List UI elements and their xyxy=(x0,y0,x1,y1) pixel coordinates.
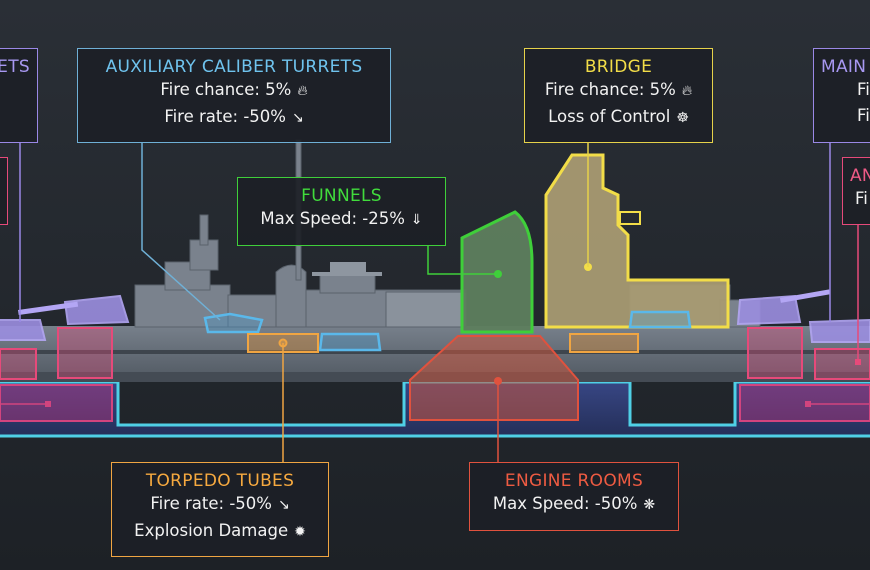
bridge-row-2: Loss of Control ☸ xyxy=(525,104,712,131)
leader-dots xyxy=(45,359,861,407)
aa-right-row-1: Fi xyxy=(855,189,868,208)
funnels-panel: FUNNELS Max Speed: -25% ⇓ xyxy=(237,177,446,246)
turret-damaged-icon: ↘ xyxy=(277,497,290,513)
main-turrets-title-left: ETS xyxy=(0,57,30,77)
bridge-zone xyxy=(544,153,730,329)
main-turrets-right-row-1: Fi xyxy=(857,80,870,99)
torpedo-tubes-fire-rate: Fire rate: -50% xyxy=(150,494,272,513)
propeller-icon: ❋ xyxy=(643,497,656,513)
engine-rooms-max-speed: Max Speed: -50% xyxy=(492,494,638,513)
engine-rooms-zone xyxy=(409,335,579,421)
engine-rooms-row-1: Max Speed: -50% ❋ xyxy=(470,491,678,518)
seaplane xyxy=(312,262,382,276)
main-turrets xyxy=(0,289,870,343)
ship-wheel-icon: ☸ xyxy=(676,110,689,126)
aa-title-right: AN xyxy=(850,166,870,186)
funnels-row-1: Max Speed: -25% ⇓ xyxy=(238,206,445,233)
aux-turrets-fire-chance: Fire chance: 5% xyxy=(160,80,292,99)
aa-panel-left xyxy=(0,157,8,225)
speed-down-arrow-icon: ⇓ xyxy=(410,212,423,228)
engine-rooms-title: ENGINE ROOMS xyxy=(504,471,644,491)
bridge-panel: BRIDGE Fire chance: 5% 🔥︎ Loss of Control… xyxy=(524,48,713,143)
turret-damaged-icon: ↘ xyxy=(291,110,304,126)
main-turrets-title-right: MAIN xyxy=(821,57,867,77)
aux-turrets-row-1: Fire chance: 5% 🔥︎ xyxy=(78,77,390,104)
aux-turrets-panel: AUXILIARY CALIBER TURRETS Fire chance: 5… xyxy=(77,48,391,143)
aa-zones xyxy=(0,327,870,380)
aux-turrets-row-2: Fire rate: -50% ↘ xyxy=(78,104,390,131)
aa-panel-right: AN Fi xyxy=(842,157,870,225)
leader-lines xyxy=(0,143,870,462)
explosion-icon: ✹ xyxy=(294,524,306,540)
bridge-loss-of-control: Loss of Control xyxy=(548,107,671,126)
funnels-title: FUNNELS xyxy=(301,186,382,206)
torpedo-tubes-title: TORPEDO TUBES xyxy=(145,471,295,491)
magazine-zones xyxy=(0,384,870,422)
aux-turrets-title: AUXILIARY CALIBER TURRETS xyxy=(105,57,363,77)
funnel-zone xyxy=(460,210,534,334)
main-turrets-panel-left: ETS xyxy=(0,48,38,143)
funnels-max-speed: Max Speed: -25% xyxy=(260,209,405,228)
torpedo-tubes-panel: TORPEDO TUBES Fire rate: -50% ↘ Explosion… xyxy=(111,462,329,557)
main-turrets-right-row-2: Fi xyxy=(857,106,870,125)
torpedo-tubes-row-2: Explosion Damage ✹ xyxy=(112,518,328,545)
main-turrets-panel-right: MAIN Fi Fi xyxy=(813,48,870,143)
bridge-row-1: Fire chance: 5% 🔥︎ xyxy=(525,77,712,104)
fire-icon: 🔥︎ xyxy=(297,83,308,99)
engine-rooms-panel: ENGINE ROOMS Max Speed: -50% ❋ xyxy=(469,462,679,531)
fire-icon: 🔥︎ xyxy=(681,83,693,99)
bridge-title: BRIDGE xyxy=(584,57,653,77)
bridge-fire-chance: Fire chance: 5% xyxy=(544,80,676,99)
torpedo-tubes-row-1: Fire rate: -50% ↘ xyxy=(112,491,328,518)
torpedo-tubes-explosion-damage: Explosion Damage xyxy=(134,521,289,540)
aux-turrets-fire-rate: Fire rate: -50% xyxy=(164,107,286,126)
